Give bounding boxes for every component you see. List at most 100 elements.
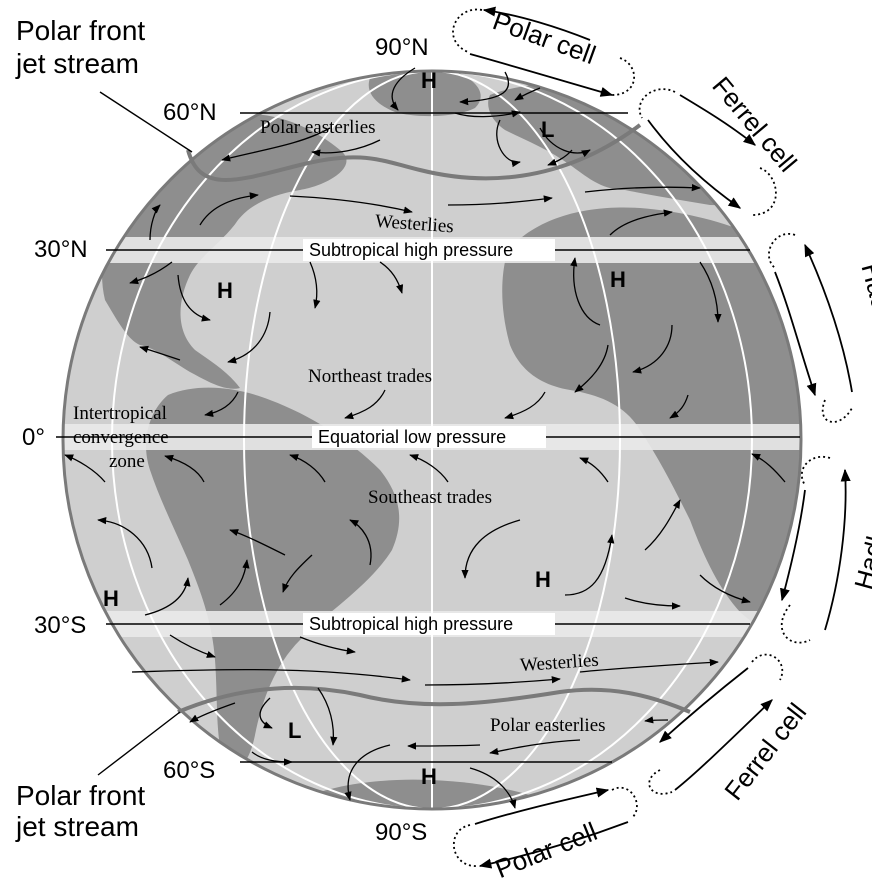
cell-loop-dotted (751, 653, 784, 681)
cell-loop-dotted (648, 769, 673, 795)
wind-arrow (669, 394, 689, 419)
cell-loop-dotted (768, 232, 796, 269)
label-ferrel-cell-north: Ferrel cell (706, 71, 802, 178)
jet-label-north-line2: jet stream (15, 48, 139, 79)
cell-flow-arrow (474, 787, 610, 825)
wind-arrow (579, 457, 609, 483)
wind-arrow (259, 697, 273, 729)
label-northeast-trades: Northeast trades (308, 366, 432, 387)
cell-flow-arrow (824, 468, 851, 631)
label-polar-easterlies-south: Polar easterlies (490, 715, 606, 736)
marker-low-europe: L (541, 117, 554, 142)
wind-arrow (169, 634, 216, 658)
label-hadley-cell-south: Hadley cell (848, 462, 872, 593)
globe-outline (61, 69, 803, 811)
cell-loop-dotted (800, 455, 831, 486)
wind-arrow (751, 453, 786, 483)
wind-arrow (574, 344, 609, 393)
wind-arrow (219, 559, 250, 606)
wind-arrow (459, 71, 510, 106)
latitude-labels: 90°N 60°N 30°N 0° 30°S 60°S 90°S (22, 34, 429, 846)
wind-arrow (547, 149, 573, 166)
label-equatorial-low: Equatorial low pressure (318, 427, 506, 447)
wind-arrow (299, 636, 356, 655)
wind-arrow (496, 119, 521, 168)
polar-cell-south (453, 786, 638, 869)
cell-loop-dotted (638, 88, 676, 119)
cell-loop-dotted (780, 604, 811, 644)
jet-labels: Polar front jet stream Polar front jet s… (15, 15, 145, 842)
wind-arrow (289, 454, 326, 483)
cell-flow-arrow (804, 243, 853, 393)
wind-arrow (131, 668, 411, 683)
label-itcz-line3: zone (109, 451, 145, 472)
marker-high-s-atlantic: H (535, 567, 551, 592)
label-subtropical-high-south: Subtropical high pressure (309, 614, 513, 634)
marker-low-s-america: L (288, 718, 301, 743)
cell-flow-arrow (647, 119, 742, 209)
wind-arrow (229, 529, 286, 556)
antarctica-landmass (300, 779, 560, 809)
zone-labels: Polar easterlies Westerlies Northeast tr… (73, 117, 606, 736)
wind-arrow (644, 499, 681, 551)
cell-loop-dotted (453, 824, 479, 867)
jet-leader-north (99, 91, 193, 153)
meridian-inner (243, 71, 621, 809)
wind-arrow (349, 519, 372, 566)
wind-arrow (489, 739, 581, 755)
marker-high-n-atlantic: H (217, 278, 233, 303)
wind-arrow (379, 261, 404, 294)
wind-arrow (584, 183, 701, 193)
wind-arrow (189, 702, 236, 723)
label-polar-cell-south: Polar cell (491, 816, 601, 880)
cell-flow-arrow (659, 667, 749, 743)
wind-arrow (447, 195, 553, 206)
wind-arrow (407, 742, 481, 750)
wind-arrow (221, 127, 331, 162)
wind-arrow (344, 389, 386, 420)
wind-arrow (289, 195, 413, 214)
jet-leader-south (97, 711, 181, 776)
wind-arrow (609, 209, 673, 236)
south-america-landmass (146, 387, 400, 769)
ferrel-cell-south (648, 653, 784, 795)
wind-arrow (251, 751, 293, 766)
pressure-band-labels: Subtropical high pressure Equatorial low… (303, 239, 555, 635)
wind-arrow (389, 67, 416, 111)
cell-loop-dotted (821, 399, 853, 423)
cell-flow-arrow (482, 6, 591, 41)
africa-landmass (502, 207, 800, 640)
meridian-outer (111, 71, 753, 809)
wind-arrow (177, 274, 211, 322)
wind-arrow (199, 192, 259, 226)
marker-high-antarctic: H (421, 764, 437, 789)
label-polar-easterlies-north: Polar easterlies (260, 117, 376, 138)
cell-loop-dotted (611, 57, 636, 96)
wind-arrow (564, 534, 615, 596)
lat-label-eq: 0° (22, 424, 45, 451)
wind-arrow (454, 110, 521, 118)
wind-arrow (129, 261, 173, 285)
label-subtropical-high-north: Subtropical high pressure (309, 240, 513, 260)
wind-arrow (461, 519, 521, 579)
wind-arrow (309, 261, 321, 309)
wind-arrow (344, 744, 391, 801)
wind-arrow (164, 454, 205, 483)
lat-label-90s: 90°S (375, 819, 427, 846)
label-ferrel-cell-south: Ferrel cell (718, 697, 812, 805)
hadley-cell-south (780, 455, 851, 644)
pressure-markers: H L H H H H L H (103, 68, 626, 789)
wind-arrow (139, 345, 181, 361)
wind-arrow (424, 676, 561, 686)
wind-arrow (282, 554, 313, 593)
cell-flow-arrow (469, 53, 614, 97)
label-bg (303, 613, 555, 635)
cell-loop-dotted (452, 8, 483, 53)
wind-arrow (624, 597, 681, 610)
wind-arrow (539, 127, 591, 158)
label-itcz-line1: Intertropical (73, 403, 167, 424)
lat-label-30s: 30°S (34, 612, 86, 639)
wind-arrow (632, 324, 673, 374)
cell-flow-arrow (774, 271, 817, 397)
